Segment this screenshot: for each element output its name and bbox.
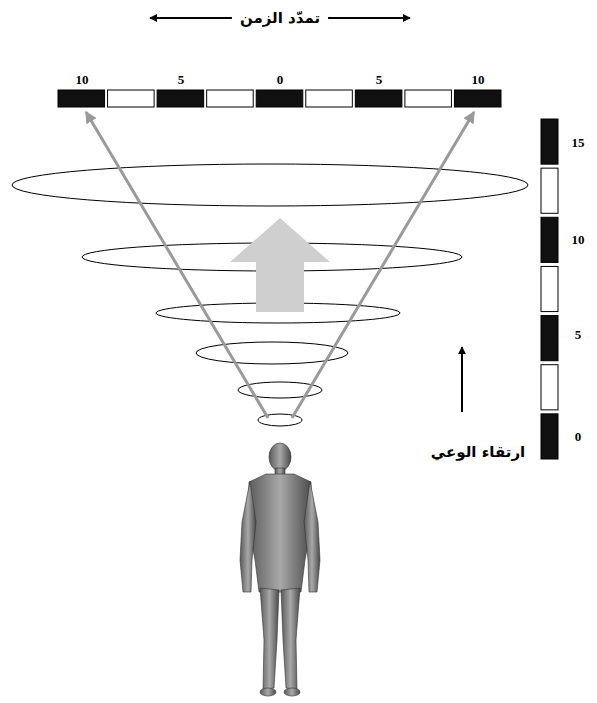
awareness-scale-bar	[541, 119, 558, 459]
scale-segment	[541, 168, 558, 213]
scale-segment	[405, 90, 452, 107]
awareness-arrow	[462, 347, 463, 412]
scale-segment	[541, 365, 558, 410]
scale-segment	[355, 90, 402, 107]
scale-segment	[157, 90, 204, 107]
scale-segment	[256, 90, 303, 107]
scale-number: 5	[178, 72, 185, 88]
time-scale-bar	[58, 90, 501, 107]
axis-title: ارتقاء الوعي	[431, 443, 525, 461]
diverging-arrows	[86, 112, 474, 418]
scale-number: 0	[277, 72, 284, 88]
scale-number: 10	[472, 72, 485, 88]
scale-number: 10	[76, 72, 89, 88]
scale-number: 10	[572, 232, 585, 248]
human-figure	[240, 443, 320, 696]
scale-segment	[454, 90, 501, 107]
scale-number: 5	[575, 327, 582, 343]
scale-segment	[541, 414, 558, 459]
scale-segment	[108, 90, 155, 107]
scale-number: 15	[572, 135, 585, 151]
scale-number: 0	[575, 429, 582, 445]
scale-segment	[541, 316, 558, 361]
scale-segment	[541, 119, 558, 164]
scale-segment	[541, 266, 558, 311]
scale-segment	[306, 90, 353, 107]
scale-segment	[207, 90, 254, 107]
axis-title: تمدّد الزمن	[240, 9, 320, 27]
awareness-cone	[12, 164, 528, 426]
scale-segment	[541, 217, 558, 262]
scale-segment	[58, 90, 105, 107]
time-arrow	[150, 17, 232, 19]
big-up-arrow	[230, 218, 330, 312]
scale-number: 5	[376, 72, 383, 88]
time-arrow	[328, 17, 410, 19]
